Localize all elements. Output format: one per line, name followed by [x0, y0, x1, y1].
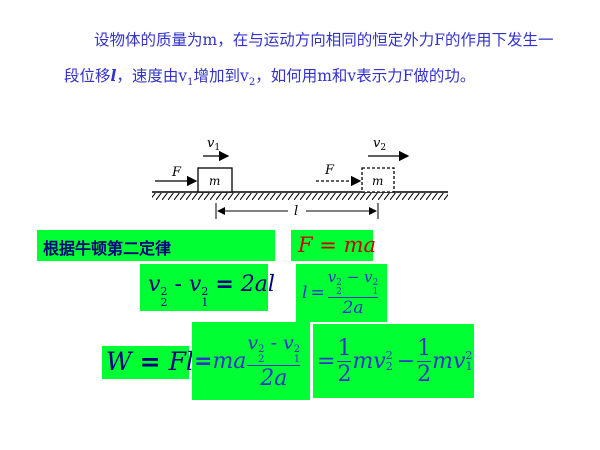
- kin-v1-sup: 2: [201, 285, 209, 298]
- l-minus: −: [346, 268, 360, 286]
- final-minus: −: [396, 348, 416, 374]
- block-left-mass: m: [209, 174, 220, 188]
- statement-part1: 设物体的质量为m，在与运动方向相同的恒定外力F的作用下发生一段位移: [64, 31, 554, 85]
- statement-part2: ，速度由v: [116, 67, 188, 85]
- sub-denominator: 2a: [260, 365, 288, 391]
- sub-v2-sub: 2: [258, 353, 265, 365]
- kin-v1-sub: 1: [201, 296, 209, 309]
- work-rhs: Fl: [168, 347, 194, 376]
- force-label-left: F: [171, 165, 182, 180]
- velocity-label-right: v2: [373, 136, 386, 153]
- l-v1-sup: 2: [372, 278, 379, 288]
- work-equation: W = Fl: [106, 347, 194, 376]
- block-left: [197, 167, 233, 193]
- final-half-2-den: 2: [417, 361, 432, 387]
- l-v2-sup: 2: [336, 278, 342, 288]
- motion-diagram: m F v1 m F v2 l: [152, 136, 448, 219]
- kin-v2-sup: 2: [160, 285, 168, 298]
- statement-part4: ，如何用m和v表示力F做的功。: [255, 67, 476, 85]
- statement-sub2: 2: [248, 77, 256, 89]
- l-eq: =: [310, 283, 325, 303]
- sub-eq: =: [194, 348, 213, 374]
- statement-symbol-l: l: [110, 66, 117, 85]
- kin-v2-sub: 2: [160, 296, 168, 309]
- final-mv2-sup: 2: [385, 349, 393, 362]
- final-half-2-num: 1: [417, 335, 432, 361]
- sub-v2-sup: 2: [258, 343, 265, 355]
- kin-v2: v: [148, 272, 161, 297]
- statement-part3: 增加到v: [193, 67, 249, 85]
- sub-v1-sub: 1: [293, 353, 301, 365]
- final-mv2: mv: [352, 348, 386, 374]
- kin-v1: v: [188, 272, 202, 297]
- sub-v2: v: [247, 331, 259, 354]
- l-denominator: 2a: [342, 298, 364, 318]
- newton-eq: =: [319, 233, 337, 257]
- final-half-2-bar: [417, 360, 432, 362]
- l-fraction-bar: [327, 297, 379, 298]
- work-eq: =: [139, 347, 161, 376]
- newton-lhs: F: [298, 233, 313, 257]
- newton-equation-box: F = ma: [291, 230, 376, 261]
- block-right: [361, 167, 395, 193]
- displacement-label: l: [294, 204, 298, 219]
- final-mv1-sup: 2: [465, 349, 473, 362]
- l-v2-sub: 2: [336, 287, 342, 297]
- sub-fraction-bar: [247, 364, 301, 366]
- work-lhs: W: [106, 347, 132, 376]
- l-v1-sub: 1: [372, 287, 379, 297]
- newton-rhs: ma: [343, 233, 376, 257]
- newton-law-label-box: 根据牛顿第二定律: [37, 230, 275, 261]
- final-half-2: 1 2: [417, 335, 432, 387]
- sub-coef: ma: [212, 348, 247, 374]
- sub-minus: -: [270, 331, 277, 354]
- kin-rhs: 2al: [240, 272, 275, 297]
- final-half-1-bar: [337, 360, 352, 362]
- final-mv1: mv: [432, 348, 466, 374]
- kin-minus: -: [174, 272, 182, 297]
- final-mv1-sub: 1: [465, 360, 473, 373]
- problem-statement: 设物体的质量为m，在与运动方向相同的恒定外力F的作用下发生一段位移l，速度由v1…: [64, 22, 564, 101]
- l-lhs: l: [302, 283, 308, 303]
- ground-hatch: [152, 193, 448, 200]
- final-half-1: 1 2: [337, 335, 352, 387]
- final-half-1-den: 2: [337, 361, 352, 387]
- newton-equation: F = ma: [298, 233, 376, 257]
- final-eq: =: [317, 348, 336, 374]
- final-half-1-num: 1: [337, 335, 352, 361]
- l-num-v1: v: [364, 268, 373, 286]
- sub-v1-sup: 2: [293, 343, 301, 355]
- block-right-mass: m: [372, 174, 383, 188]
- velocity-label-left: v1: [207, 136, 220, 153]
- final-mv2-sub: 2: [385, 360, 393, 373]
- kin-eq: =: [215, 272, 234, 297]
- force-label-right: F: [324, 163, 335, 178]
- statement-sub1: 1: [187, 77, 194, 89]
- work-equation-box: W = Fl: [102, 346, 194, 379]
- newton-law-label: 根据牛顿第二定律: [43, 239, 172, 258]
- sub-v1: v: [283, 331, 294, 354]
- l-num-v2: v: [327, 268, 337, 286]
